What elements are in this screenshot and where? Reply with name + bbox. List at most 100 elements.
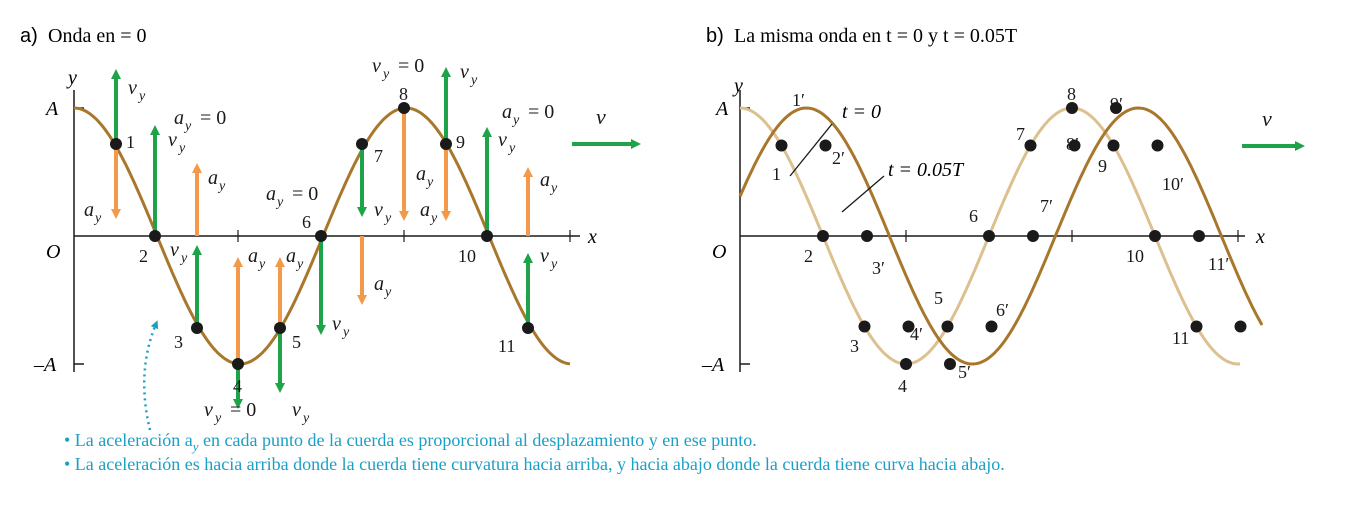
svg-text:v: v [498,129,507,151]
pointer-arrow [143,320,159,431]
b-label-11: 11 [1172,328,1189,348]
panel-b-letter: b) [706,25,724,47]
a-point-label-10: 10 [458,246,476,266]
svg-text:v: v [204,399,213,421]
a-point-label-6: 6 [302,212,311,232]
panel-b-amp-neg: –A [701,354,725,376]
svg-text:v: v [460,61,469,83]
panel-b-points-t0 [775,102,1203,370]
point-t005-2 [861,230,873,242]
b-prime-7: 7′ [1040,196,1053,216]
svg-text:y: y [177,141,186,156]
svg-text:y: y [383,211,392,226]
b-prime-8: 8′ [1066,134,1079,154]
b-prime-4: 4′ [910,324,923,344]
b-prime-9: 9′ [1110,94,1123,114]
svg-text:v: v [168,129,177,151]
caption-line-2: • La aceleración es hacia arriba donde l… [64,454,1005,474]
svg-text:y: y [381,67,390,82]
b-label-3: 3 [850,336,859,356]
svg-text:a: a [374,273,384,295]
b-prime-10: 10′ [1162,174,1184,194]
svg-text:= 0: = 0 [230,399,256,421]
svg-text:a: a [540,169,550,191]
point-t005-7 [1068,139,1081,152]
b-label-7: 7 [1016,124,1025,144]
svg-text:v: v [128,77,137,99]
svg-text:y: y [549,181,558,196]
b-label-1: 1 [772,164,781,184]
panel-a-x-label: x [587,226,597,248]
b-prime-3: 3′ [872,258,885,278]
point-t0-10 [1149,230,1161,242]
point-t005-4 [944,358,956,370]
panel-b-wave-t005 [738,106,1264,366]
b-prime-11: 11′ [1208,254,1229,274]
b-label-8: 8 [1067,84,1076,104]
svg-text:v: v [540,245,549,267]
panel-b-points-t005 [819,102,1247,370]
svg-text:a: a [502,101,512,123]
panel-a-title: Onda en = 0 [48,25,146,47]
svg-text:y: y [93,211,102,226]
point-t005-11 [1234,320,1247,333]
a-point-label-9: 9 [456,132,465,152]
svg-text:a: a [420,199,430,221]
svg-text:v: v [374,199,383,221]
svg-text:y: y [429,211,438,226]
b-label-4: 4 [898,376,907,396]
panel-b-v-label: v [1262,106,1272,131]
label-curve-t005: t = 0.05T [888,159,965,181]
b-prime-6: 6′ [996,300,1009,320]
panel-a-amp-neg: –A [33,354,57,376]
captions: • La aceleración ay en cada punto de la … [64,430,1005,474]
b-label-9: 9 [1098,156,1107,176]
velocity-arrows [111,67,641,409]
svg-text:y: y [275,195,284,210]
a-point-label-11: 11 [498,336,515,356]
svg-text:v: v [170,239,179,261]
svg-text:y: y [511,113,520,128]
a-point-label-4: 4 [233,376,242,396]
panel-b-y-label: y [732,75,743,97]
b-label-6: 6 [969,206,978,226]
a-point-label-2: 2 [139,246,148,266]
svg-text:y: y [257,257,266,272]
point-t0-11 [1190,320,1203,333]
point-t005-3 [902,320,915,333]
svg-text:= 0: = 0 [200,107,226,129]
a-point-label-5: 5 [292,332,301,352]
point-t0-9 [1107,139,1120,152]
svg-text:y: y [341,325,350,340]
point-t0-6 [983,230,995,242]
svg-text:y: y [179,251,188,266]
caption-line-1: • La aceleración ay en cada punto de la … [64,430,757,454]
point-t0-2 [817,230,829,242]
b-prime-2: 2′ [832,148,845,168]
a-point-label-7: 7 [374,146,383,166]
svg-text:y: y [549,257,558,272]
svg-text:a: a [174,107,184,129]
svg-text:y: y [213,411,222,426]
svg-text:y: y [137,89,146,104]
panel-a-letter: a) [20,25,38,47]
point-t0-5 [941,320,954,333]
svg-text:a: a [266,183,276,205]
point-t0-3 [858,320,871,333]
svg-text:= 0: = 0 [292,183,318,205]
svg-text:v: v [372,55,381,77]
point-t0-8 [1066,102,1078,114]
panel-b-origin: O [712,241,726,263]
panel-b-title: La misma onda en t = 0 y t = 0.05T [734,25,1017,47]
panel-b-amp-pos: A [714,98,729,120]
point-t0-4 [900,358,912,370]
panel-a-origin: O [46,241,60,263]
svg-text:a: a [416,163,426,185]
label-curve-t0: t = 0 [842,101,881,123]
svg-text:y: y [217,179,226,194]
svg-text:a: a [248,245,258,267]
panel-a-points [110,102,534,370]
panel-b: b) La misma onda en t = 0 y t = 0.05T y … [701,25,1305,396]
